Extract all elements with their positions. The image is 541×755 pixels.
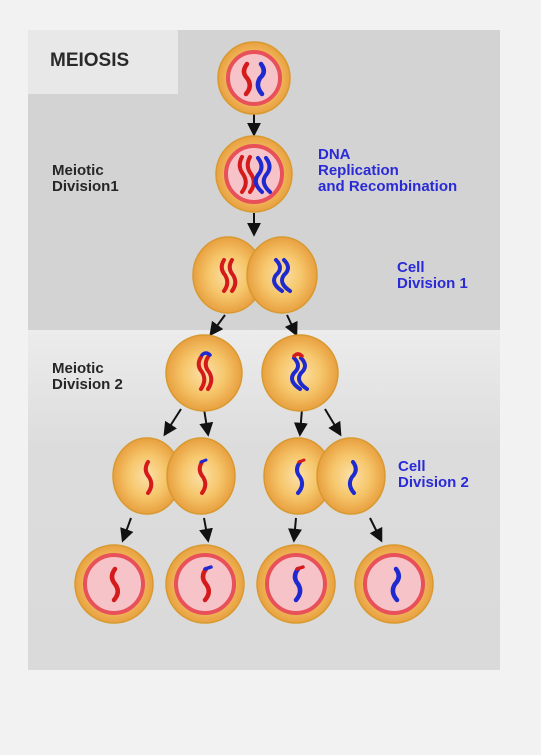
arrow-gamete-4	[369, 517, 383, 543]
chromatid-blue	[347, 460, 358, 495]
stage-label-division-2: Meiotic Division 2	[52, 360, 123, 393]
meiosis-diagram	[74, 41, 434, 624]
chromatid-red	[143, 460, 154, 495]
chromosome-red-tip	[295, 565, 305, 571]
stage-label-division-1: Meiotic Division1	[52, 162, 119, 195]
event-label-cell-division-1: Cell Division 1	[397, 259, 468, 292]
replicated-cell	[215, 135, 293, 213]
chromatid-red-tip	[292, 352, 304, 358]
meiosis-figure: MEIOSIS Meiotic Division1 Meiotic Divisi…	[28, 30, 500, 670]
arrow-left-daughter-to-right	[199, 408, 214, 437]
chromosome-red	[200, 566, 211, 603]
title-box: MEIOSIS	[28, 30, 178, 94]
arrow-dividing-to-left-daughter	[209, 314, 226, 337]
chromatid-red-1	[237, 155, 248, 194]
chromatid-blue-1	[290, 356, 302, 391]
chromosome-blue	[255, 61, 266, 97]
chromatid-blue-tip	[199, 458, 208, 464]
chromatid-red-tip	[297, 458, 306, 464]
diagram-title: MEIOSIS	[50, 50, 130, 71]
arrows	[120, 114, 383, 543]
arrow-gamete-3	[288, 517, 302, 543]
parent-cell	[217, 41, 291, 115]
dividing-cell-2-right	[263, 437, 386, 515]
daughter-cell-right	[261, 334, 339, 412]
chromatid-blue-1	[253, 156, 264, 194]
gamete-1	[74, 544, 154, 624]
gamete-3	[256, 544, 336, 624]
dividing-cell-2-left	[112, 437, 236, 515]
chromatid-blue-tip	[200, 351, 212, 357]
chromatid-blue-2	[280, 258, 292, 293]
chromatid-red-2	[245, 155, 256, 194]
gamete-2	[165, 544, 245, 624]
chromatid-red-1	[219, 258, 230, 293]
chromosome-red	[109, 566, 120, 603]
dividing-cell-1	[192, 236, 318, 314]
event-label-replication: DNA Replication and Recombination	[318, 146, 458, 195]
chromatid-red-1	[196, 355, 207, 391]
daughter-cell-left	[165, 334, 243, 412]
arrow-left-daughter-to-left	[163, 408, 182, 437]
chromosome-blue	[390, 566, 401, 603]
arrow-dividing-to-right-daughter	[284, 314, 298, 337]
arrow-right-daughter-to-right	[324, 408, 342, 437]
chromatid-blue-2	[297, 356, 309, 391]
chromatid-blue-1	[272, 258, 284, 293]
arrow-right-daughter-to-left	[293, 408, 308, 437]
chromatid-red-2	[203, 355, 214, 391]
gamete-4	[354, 544, 434, 624]
chromatid-red	[197, 460, 208, 495]
event-label-cell-division-2: Cell Division 2	[398, 458, 469, 491]
chromatid-blue-2	[261, 156, 272, 194]
chromosome-red	[241, 61, 252, 97]
arrow-gamete-1	[120, 517, 134, 543]
chromosome-blue-tip	[203, 565, 213, 571]
chromatid-red-2	[227, 258, 238, 293]
arrow-gamete-2	[199, 517, 213, 543]
chromatid-blue	[295, 460, 305, 495]
chromosome-blue	[292, 566, 303, 603]
